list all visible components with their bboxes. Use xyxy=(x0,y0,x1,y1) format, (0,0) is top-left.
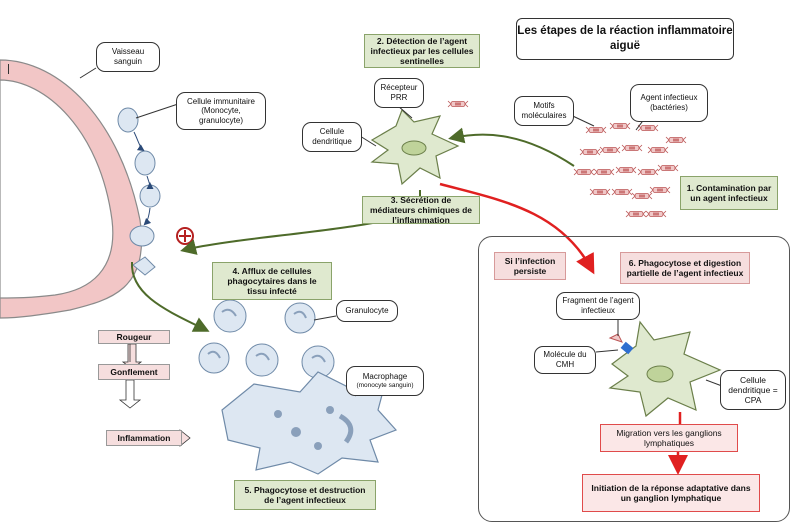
plus-icon xyxy=(176,227,194,245)
vessel-immune-cells xyxy=(117,107,161,276)
symptom-inflammation: Inflammation xyxy=(106,430,182,446)
granulocyte-label: Granulocyte xyxy=(336,300,398,322)
step-3-box: 3. Sécrétion de médiateurs chimiques de … xyxy=(362,195,480,225)
macrophage-title: Macrophage xyxy=(362,372,408,382)
cpa-label: Cellule dendritique = CPA xyxy=(720,370,786,410)
macrophage xyxy=(221,371,398,475)
initiation-box: Initiation de la réponse adaptative dans… xyxy=(582,474,760,512)
page-title: Les étapes de la réaction inflammatoire … xyxy=(516,18,734,60)
blood-vessel xyxy=(0,59,143,319)
receptor-label: Récepteur PRR xyxy=(374,78,424,108)
fragment-label: Fragment de l’agent infectieux xyxy=(556,292,640,320)
arrow-persist xyxy=(439,182,595,275)
persistence-panel xyxy=(478,236,790,522)
macrophage-subtitle: (monocyte sanguin) xyxy=(356,381,414,389)
arrow-afflux xyxy=(130,261,210,332)
vessel-label: Vaisseau sanguin xyxy=(96,42,160,72)
dendritic-cell-sentinel xyxy=(370,108,460,186)
dendritic-cell-cpa xyxy=(608,320,722,418)
immune-cell-label: Cellule immunitaire (Monocyte, granulocy… xyxy=(176,92,266,130)
cmh-label: Molécule du CMH xyxy=(534,346,596,374)
margin-mark xyxy=(8,64,9,74)
agent-label: Agent infectieux (bactéries) xyxy=(630,84,708,122)
migration-box: Migration vers les ganglions lymphatique… xyxy=(600,424,738,452)
symptom-swelling: Gonflement xyxy=(98,364,170,380)
step-4-box: 4. Afflux de cellules phagocytaires dans… xyxy=(212,262,332,300)
arrow-contamination-detection xyxy=(448,127,575,167)
dendritic-label: Cellule dendritique xyxy=(302,122,362,152)
step-5-box: 5. Phagocytose et destruction de l’agent… xyxy=(234,480,376,510)
step-6-box: 6. Phagocytose et digestion partielle de… xyxy=(620,252,750,284)
macrophage-label: Macrophage (monocyte sanguin) xyxy=(346,366,424,396)
motifs-label: Motifs moléculaires xyxy=(514,96,574,126)
granulocytes xyxy=(198,299,335,379)
persist-box: Si l’infection persiste xyxy=(494,252,566,280)
symptom-redness: Rougeur xyxy=(98,330,170,344)
step-2-box: 2. Détection de l’agent infectieux par l… xyxy=(364,34,480,68)
step-1-box: 1. Contamination par un agent infectieux xyxy=(680,176,778,210)
